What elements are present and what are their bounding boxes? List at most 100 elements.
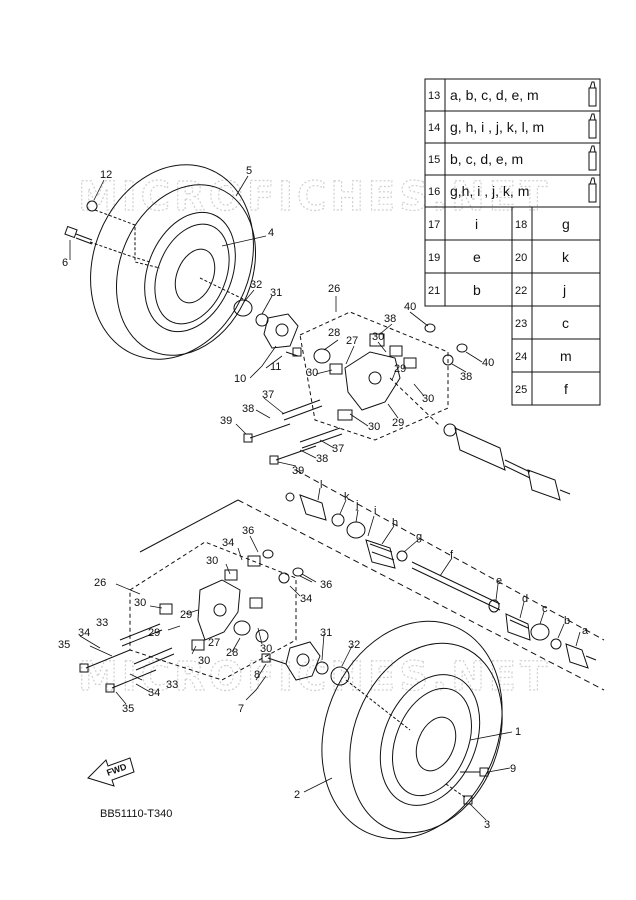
callout-30-b: 30	[306, 367, 318, 379]
callout-4: 4	[268, 227, 274, 239]
callout-10: 10	[234, 373, 246, 385]
callout-j: j	[355, 499, 358, 511]
part-19-letter: e	[473, 249, 481, 265]
upper-drive-shaft	[389, 377, 571, 501]
fwd-arrow-icon: FWD	[87, 757, 135, 787]
callout-11: 11	[270, 361, 281, 373]
callout-12: 12	[100, 169, 112, 181]
callout-31-upper: 31	[270, 287, 282, 299]
callout-40-b: 40	[482, 357, 494, 369]
kit-15-letters: b, c, d, e, m	[450, 151, 523, 167]
part-25-num: 25	[515, 384, 527, 396]
callout-e: e	[496, 575, 502, 587]
callout-30-g: 30	[198, 655, 210, 667]
callout-k: k	[344, 491, 350, 503]
callout-29-c: 29	[180, 609, 192, 621]
callout-b: b	[564, 615, 570, 627]
callout-a: a	[582, 625, 589, 637]
upper-knuckle-arm	[313, 333, 417, 421]
watermark-top: MICROFICHES.NET	[78, 174, 551, 220]
part-21-num: 21	[428, 285, 440, 297]
part-24-num: 24	[515, 351, 527, 363]
leader-lines	[69, 175, 581, 821]
lower-assembly	[79, 541, 503, 840]
legend-table: 13 a, b, c, d, e, m 14 g, h, i , j, k, l…	[424, 78, 601, 406]
callout-5: 5	[246, 165, 252, 177]
callout-33-b: 33	[166, 679, 178, 691]
callout-30-d: 30	[368, 421, 380, 433]
stud-bolt-6	[64, 225, 93, 245]
callout-d: d	[522, 593, 528, 605]
callout-7: 7	[238, 703, 244, 715]
part-18-num: 18	[515, 219, 527, 231]
callout-l: l	[320, 479, 322, 491]
callout-29-a: 29	[394, 363, 406, 375]
callout-c: c	[542, 603, 548, 615]
part-20-num: 20	[515, 252, 527, 264]
upper-bolt-39	[243, 423, 317, 465]
part-22-letter: j	[562, 282, 566, 298]
callout-36-b: 36	[320, 579, 332, 591]
callout-37-b: 37	[332, 443, 344, 455]
callout-38-b: 38	[460, 371, 472, 383]
grease-tube-icon	[588, 81, 597, 203]
callout-30-f: 30	[134, 597, 146, 609]
hub-10	[233, 299, 302, 357]
callout-34-d: 34	[148, 687, 160, 699]
callout-29-d: 29	[148, 627, 160, 639]
callout-h: h	[392, 517, 398, 529]
callout-27-lower: 27	[208, 637, 220, 649]
callout-26-lower: 26	[94, 577, 106, 589]
callout-30-e: 30	[206, 555, 218, 567]
kit-16-letters: g,h, i , j, k, m	[450, 183, 529, 199]
kit-14-num: 14	[428, 122, 440, 134]
callout-34-b: 34	[300, 593, 312, 605]
callout-38-c: 38	[242, 403, 254, 415]
callout-36-a: 36	[242, 525, 254, 537]
diagram-code: BB51110-T340	[100, 808, 172, 820]
callout-39-a: 39	[220, 415, 232, 427]
callout-39-b: 39	[292, 465, 304, 477]
kit-15-num: 15	[428, 154, 440, 166]
callout-1: 1	[515, 726, 521, 738]
callout-38-d: 38	[316, 453, 328, 465]
callout-38-a: 38	[384, 313, 396, 325]
part-18-letter: g	[562, 216, 570, 232]
part-17-letter: i	[475, 216, 478, 232]
callout-6: 6	[62, 257, 68, 269]
callout-30-c: 30	[422, 393, 434, 405]
callout-35-a: 35	[58, 639, 70, 651]
middle-driveshaft	[139, 469, 605, 691]
callout-31-lower: 31	[320, 627, 332, 639]
part-25-letter: f	[564, 381, 568, 397]
callout-9: 9	[510, 763, 516, 775]
kit-16-num: 16	[428, 186, 440, 198]
part-24-letter: m	[560, 348, 572, 364]
callout-40-a: 40	[404, 301, 416, 313]
part-20-letter: k	[562, 249, 570, 265]
upper-tire	[90, 164, 257, 360]
callout-i: i	[374, 505, 376, 517]
kit-14-letters: g, h, i , j, k, l, m	[450, 119, 544, 135]
kit-13-num: 13	[428, 90, 440, 102]
callout-f: f	[450, 549, 454, 561]
callout-g: g	[416, 531, 422, 543]
part-19-num: 19	[428, 252, 440, 264]
part-17-num: 17	[428, 219, 440, 231]
callout-28-lower: 28	[226, 647, 238, 659]
callout-2: 2	[294, 789, 300, 801]
callout-30-a: 30	[372, 331, 384, 343]
part-23-letter: c	[562, 315, 569, 331]
callout-32-lower: 32	[348, 639, 360, 651]
part-23-num: 23	[515, 318, 527, 330]
callout-32-upper: 32	[250, 279, 262, 291]
kit-13-letters: a, b, c, d, e, m	[450, 87, 539, 103]
callout-27-upper: 27	[346, 335, 358, 347]
callout-30-h: 30	[260, 643, 272, 655]
callout-29-b: 29	[392, 417, 404, 429]
part-21-letter: b	[473, 282, 481, 298]
callout-37-a: 37	[262, 389, 274, 401]
upper-bolt-37	[281, 399, 343, 449]
part-22-num: 22	[515, 285, 527, 297]
callout-33-a: 33	[96, 617, 108, 629]
